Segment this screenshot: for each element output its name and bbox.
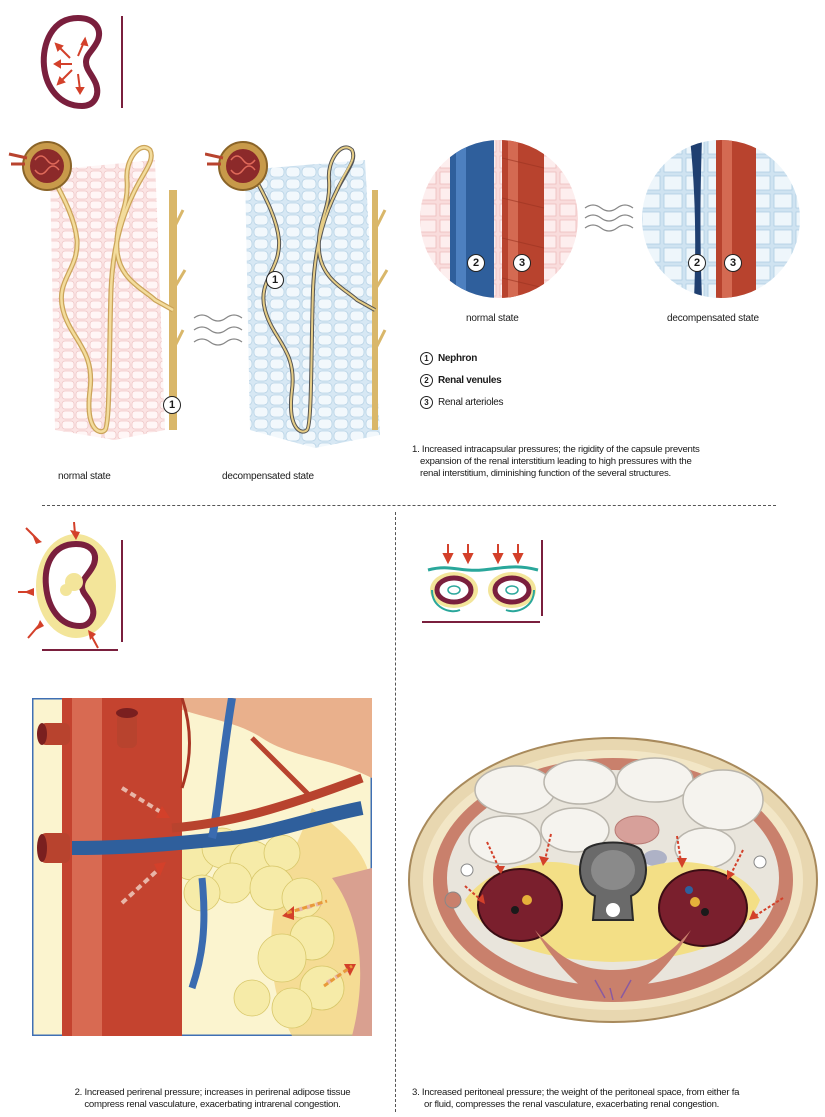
nephron-decompensated-illustration (205, 130, 395, 460)
kidney-perirenal-icon (18, 522, 130, 654)
vessels-normal-label: normal state (466, 313, 519, 324)
nephron-marker: 1 (163, 396, 181, 414)
caption-2-line: 2. Increased perirenal pressure; increas… (40, 1087, 385, 1099)
kidney-peritoneal-icon (420, 538, 550, 624)
caption-2-line: compress renal vasculature, exacerbating… (40, 1099, 385, 1111)
legend-number: 3 (420, 396, 433, 409)
kidney-capsule-icon (30, 8, 135, 112)
vertical-divider (395, 512, 396, 1112)
nephron-decompensated-label: decompensated state (222, 471, 314, 482)
vessels-decompensated-illustration (640, 138, 802, 300)
arterioles-marker-decompensated: 3 (724, 254, 742, 272)
nephron-normal-label: normal state (58, 471, 111, 482)
caption-1-line: expansion of the renal interstitium lead… (412, 456, 822, 468)
vessels-decompensated-label: decompensated state (667, 313, 759, 324)
perirenal-vasculature-illustration (32, 698, 372, 1036)
vessels-normal-illustration (418, 138, 580, 300)
venules-marker-decompensated: 2 (688, 254, 706, 272)
legend-item-venules: 2 Renal venules (420, 374, 501, 387)
caption-1-line: 1. Increased intracapsular pressures; th… (412, 444, 822, 456)
caption-3-line: 3. Increased peritoneal pressure; the we… (412, 1087, 822, 1099)
legend-label: Nephron (438, 353, 477, 364)
legend-label: Renal venules (438, 375, 501, 386)
transition-waves-vessels (583, 200, 638, 240)
caption-3-line: or fluid, compresses the renal vasculatu… (412, 1099, 822, 1111)
caption-3: 3. Increased peritoneal pressure; the we… (412, 1087, 822, 1111)
horizontal-divider (42, 505, 776, 506)
nephron-marker-decompensated: 1 (266, 271, 284, 289)
arterioles-marker: 3 (513, 254, 531, 272)
abdominal-cross-section-illustration (405, 730, 820, 1030)
legend-item-arterioles: 3 Renal arterioles (420, 396, 503, 409)
caption-2: 2. Increased perirenal pressure; increas… (40, 1087, 385, 1111)
venules-marker: 2 (467, 254, 485, 272)
caption-1: 1. Increased intracapsular pressures; th… (412, 444, 822, 480)
caption-1-line: renal interstitium, diminishing function… (412, 468, 822, 480)
legend-item-nephron: 1 Nephron (420, 352, 477, 365)
legend-number: 1 (420, 352, 433, 365)
legend-number: 2 (420, 374, 433, 387)
legend-label: Renal arterioles (438, 397, 503, 408)
